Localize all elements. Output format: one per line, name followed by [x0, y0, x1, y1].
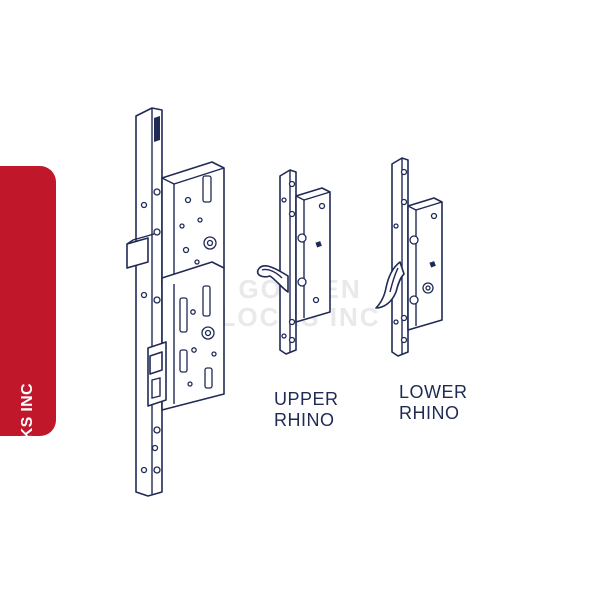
brand-tab: GOLDEN LOCKS INC [0, 166, 56, 549]
deadbolt [126, 237, 149, 269]
lower-rhino-label-line-1: LOWER [399, 382, 468, 402]
main-multipoint-lock [126, 107, 225, 497]
lower-case [161, 261, 225, 411]
lower-slot-1 [179, 297, 188, 333]
upper-rhino-case [295, 187, 331, 323]
lower-rhino-label: LOWER RHINO [399, 382, 468, 424]
lower-slot-2 [202, 285, 211, 317]
faceplate-marking [154, 116, 160, 142]
upper-rhino-lock [256, 169, 331, 355]
lower-rhino-label-line-2: RHINO [399, 403, 460, 423]
lower-rhino-hook [375, 261, 405, 309]
upper-rhino-label-line-1: UPPER [274, 389, 339, 409]
upper-rhino-faceplate [279, 169, 297, 355]
upper-rhino-hook [256, 264, 289, 293]
upper-slot [202, 175, 212, 203]
upper-rhino-label: UPPER RHINO [274, 389, 339, 431]
lower-rhino-case [407, 197, 443, 331]
lower-rhino-faceplate [391, 157, 409, 357]
lower-rhino-lock [375, 157, 443, 357]
upper-rhino-label-line-2: RHINO [274, 410, 335, 430]
